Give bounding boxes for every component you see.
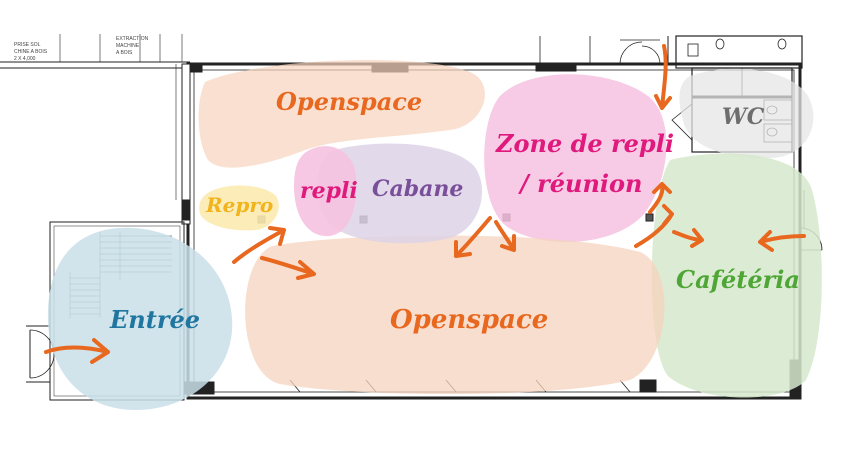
cabane-zone [316,143,482,244]
label-openspace-top: Openspace [276,87,422,116]
arrow-repli-2 [494,220,516,252]
title-block-line2: CHINE A BOIS [14,49,48,55]
label-wc: WC [722,104,765,130]
arrow-repro-2 [260,256,316,280]
title-block-line4: EXTRACTION [116,36,149,42]
arrow-wc [654,44,672,110]
arrow-entree [44,338,110,364]
label-repro: Repro [205,193,273,217]
title-block-line3: 2 X 4,000 [14,56,36,62]
arrow-cafe-3 [672,228,704,248]
repro-zone [199,185,279,231]
arrow-repro-1 [232,226,286,264]
wc-zone [679,68,814,159]
arrow-repli-1 [454,216,492,258]
cafeteria-zone [651,153,822,398]
title-block-line5: MACHINE [116,43,140,49]
label-entree: Entrée [109,305,200,334]
arrow-cafe-2 [648,182,672,214]
zone-labels: Openspace Zone de repli / réunion WC Rep… [109,87,800,335]
title-block: PRISE SOL CHINE A BOIS 2 X 4,000 EXTRACT… [14,36,149,62]
arrow-cafe-1 [634,204,674,248]
label-repli: repli [300,178,358,204]
label-openspace-bottom: Openspace [390,305,548,335]
arrow-side [758,230,806,252]
entree-zone [47,227,233,410]
openspace-top-zone [198,59,485,168]
label-cabane: Cabane [372,176,463,202]
circulation-arrows [44,44,806,364]
zone-blobs [47,59,822,410]
zone-repli-zone [484,74,667,243]
label-zone-repli: Zone de repli [495,129,674,158]
label-cafeteria: Cafétéria [676,265,800,294]
title-block-line6: A BOIS [116,50,133,56]
repli-zone [294,146,357,237]
label-reunion: / réunion [518,169,643,198]
openspace-bottom-zone [245,235,665,395]
title-block-line1: PRISE SOL [14,42,41,48]
